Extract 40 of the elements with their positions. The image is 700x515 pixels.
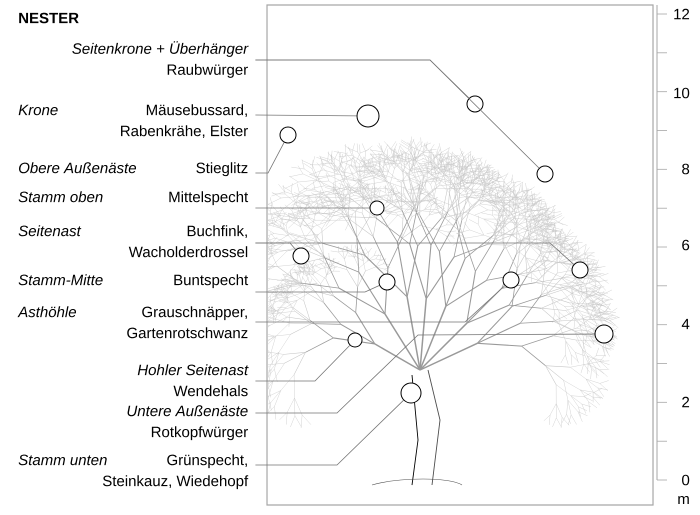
nest-circle — [400, 382, 422, 404]
nest-label: Stamm-Mitte Buntspecht — [18, 274, 248, 288]
nest-circle — [572, 262, 588, 278]
leader-line — [255, 334, 595, 414]
nest-label: Stamm oben Mittelspecht — [18, 191, 248, 206]
nest-label: Untere Außenäste Rotkopfwürger — [128, 405, 248, 440]
scale-label: 10 — [674, 88, 690, 98]
nest-label: Seitenast Buchfink, Wacholderdrossel — [18, 225, 248, 258]
nest-label: Krone Mäusebussard, Rabenkrähe, Elster — [18, 104, 248, 138]
nest-circle — [292, 248, 310, 264]
leader-line — [255, 285, 380, 292]
nest-label: Stamm unten Grünspecht, Steinkauz, Wiedehopf — [18, 454, 248, 490]
nest-circle — [378, 274, 396, 290]
nest-label: Obere Außenäste Stieglitz — [19, 162, 248, 176]
leader-line — [255, 142, 284, 174]
title: NESTER — [19, 12, 79, 24]
nest-circle — [536, 166, 554, 182]
scale-label: 0 — [682, 474, 690, 486]
leader-line — [255, 400, 404, 466]
leader-line — [255, 114, 357, 116]
scale-label: 12 — [674, 8, 690, 20]
leader-line — [255, 242, 574, 265]
nest-label: Hohler Seitenast Wendehals — [138, 364, 249, 396]
nest-circle — [502, 272, 520, 288]
leader-line — [255, 60, 540, 168]
nest-circle — [466, 96, 484, 112]
nest-label: Seitenkrone + Überhänger Raubwürger — [72, 41, 249, 78]
scale-label: 4 — [682, 318, 690, 330]
leader-line — [255, 344, 350, 382]
scale-label: 8 — [682, 164, 690, 174]
nest-circle — [356, 104, 380, 128]
scale-label: 2 — [682, 396, 690, 408]
scale-label: 6 — [682, 240, 690, 250]
nest-circle — [594, 324, 614, 344]
nest-label: Asthöhle Grauschnäpper, Gartenrotschwanz — [17, 306, 248, 338]
scale-label: m — [678, 496, 689, 504]
nest-circle — [348, 332, 362, 348]
leader-line — [255, 285, 506, 322]
nest-circle — [370, 200, 384, 216]
nest-circle — [280, 126, 296, 144]
